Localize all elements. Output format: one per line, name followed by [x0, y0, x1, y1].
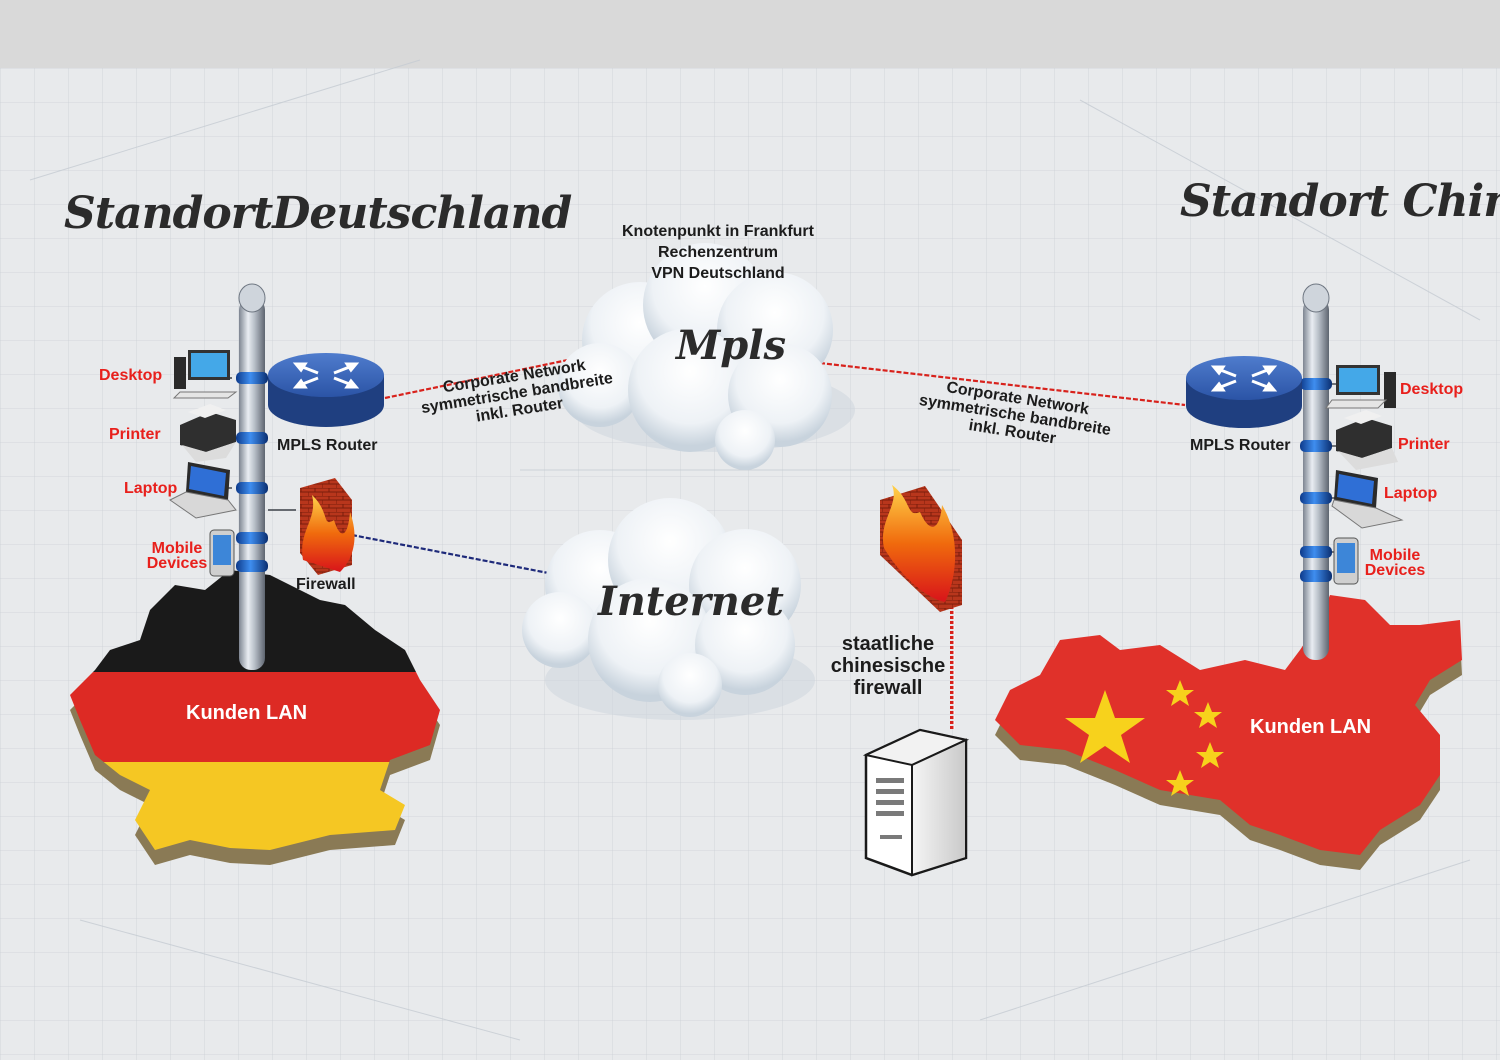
laptop-icon — [169, 462, 237, 519]
germany-device-laptop: Laptop — [124, 480, 178, 497]
germany-pole — [215, 283, 296, 670]
internet-cloud-label: Internet — [598, 578, 784, 625]
flame-firewall-icon — [300, 478, 355, 575]
router-arrows-icon — [268, 353, 384, 427]
state-firewall-line-1: staatliche — [841, 633, 935, 655]
flame-firewall-icon — [880, 485, 962, 612]
germany-device-mobile: Mobile Devices — [146, 540, 208, 572]
state-firewall-label: staatliche chinesische firewall — [818, 633, 958, 699]
germany-firewall-label: Firewall — [296, 576, 356, 593]
hub-description: Knotenpunkt in Frankfurt Rechenzentrum V… — [598, 221, 838, 284]
china-device-printer: Printer — [1398, 436, 1450, 453]
desktop-computer-icon — [1325, 365, 1396, 409]
state-firewall-line-3: firewall — [853, 677, 923, 699]
hub-line-1: Knotenpunkt in Frankfurt — [622, 223, 814, 240]
printer-icon — [180, 404, 236, 462]
laptop-icon — [1331, 470, 1404, 529]
desktop-computer-icon — [172, 350, 238, 399]
mpls-cloud-label: Mpls — [676, 322, 786, 369]
china-device-laptop: Laptop — [1384, 485, 1438, 502]
server-tower-icon — [862, 728, 970, 877]
china-lan-label: Kunden LAN — [1250, 716, 1372, 738]
germany-lan-label: Kunden LAN — [186, 702, 308, 724]
mpls-link-china — [819, 361, 1186, 407]
germany-device-printer: Printer — [109, 426, 161, 443]
hub-line-3: VPN Deutschland — [651, 265, 785, 282]
hub-line-2: Rechenzentrum — [657, 244, 779, 261]
china-device-mobile: Mobile Devices — [1364, 547, 1426, 579]
germany-site-title: StandortDeutschland — [64, 188, 572, 239]
mpls-cloud-icon — [558, 243, 855, 470]
germany-device-desktop: Desktop — [99, 367, 163, 384]
china-pole — [1290, 283, 1342, 660]
state-firewall-link — [950, 606, 955, 730]
mobile-device-icon — [1333, 537, 1359, 585]
printer-icon — [1336, 410, 1398, 470]
router-arrows-icon — [1186, 356, 1302, 428]
internet-cloud-icon — [522, 498, 815, 720]
china-router-label: MPLS Router — [1190, 437, 1291, 454]
state-firewall-line-2: chinesische — [830, 655, 946, 677]
china-device-desktop: Desktop — [1400, 381, 1464, 398]
china-site-title: Standort China — [1180, 176, 1500, 227]
germany-router-label: MPLS Router — [277, 437, 378, 454]
mobile-device-icon — [209, 529, 235, 577]
